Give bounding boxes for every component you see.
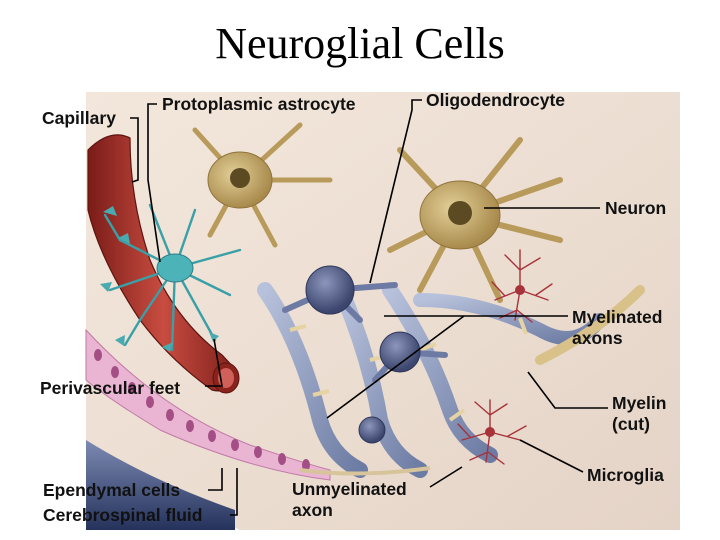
cerebrospinal-fluid-region xyxy=(86,440,235,530)
myelinated-leader-2 xyxy=(326,315,465,419)
cerebrospinal-fluid-label: Cerebrospinal fluid xyxy=(43,505,203,525)
microglia-leader xyxy=(519,439,584,473)
capillary-label: Capillary xyxy=(42,108,116,128)
ependymal-cells xyxy=(94,349,310,471)
ependymal-leader xyxy=(208,468,223,491)
capillary-leader xyxy=(130,117,139,183)
ependymal-cells-label: Ependymal cells xyxy=(43,480,181,500)
unmyelinated-axon-label-line1: Unmyelinated xyxy=(292,479,407,499)
astrocyte-leader xyxy=(147,103,161,263)
perivascular-leader xyxy=(205,338,223,387)
perivascular-feet-label: Perivascular feet xyxy=(40,378,181,398)
myelin-cut-label-line1: Myelin xyxy=(612,393,667,413)
myelin-cut-leader xyxy=(527,371,608,409)
microglia-label: Microglia xyxy=(587,465,664,485)
unmyelinated-axon-label-line2: axon xyxy=(292,500,333,520)
unmyelinated-leader xyxy=(429,466,463,488)
myelinated-axons-label-line1: Myelinated xyxy=(572,307,663,327)
neuron-label: Neuron xyxy=(605,198,667,218)
protoplasmic-astrocyte-label: Protoplasmic astrocyte xyxy=(162,94,356,114)
myelin-cut-label-line2: (cut) xyxy=(612,414,650,434)
myelin-cut xyxy=(535,285,645,365)
microglia xyxy=(457,399,527,465)
leader-lines xyxy=(130,99,608,516)
myelinated-axons-label-line2: axons xyxy=(572,328,623,348)
csf-leader xyxy=(230,468,238,516)
unmyelinated-axon xyxy=(299,466,431,476)
oligodendrocyte-label: Oligodendrocyte xyxy=(426,90,566,110)
oligodendrocyte-leader xyxy=(369,99,422,284)
slide-title: Neuroglial Cells xyxy=(215,19,505,68)
perivascular-feet xyxy=(100,206,219,352)
oligodendrocyte xyxy=(305,265,355,315)
